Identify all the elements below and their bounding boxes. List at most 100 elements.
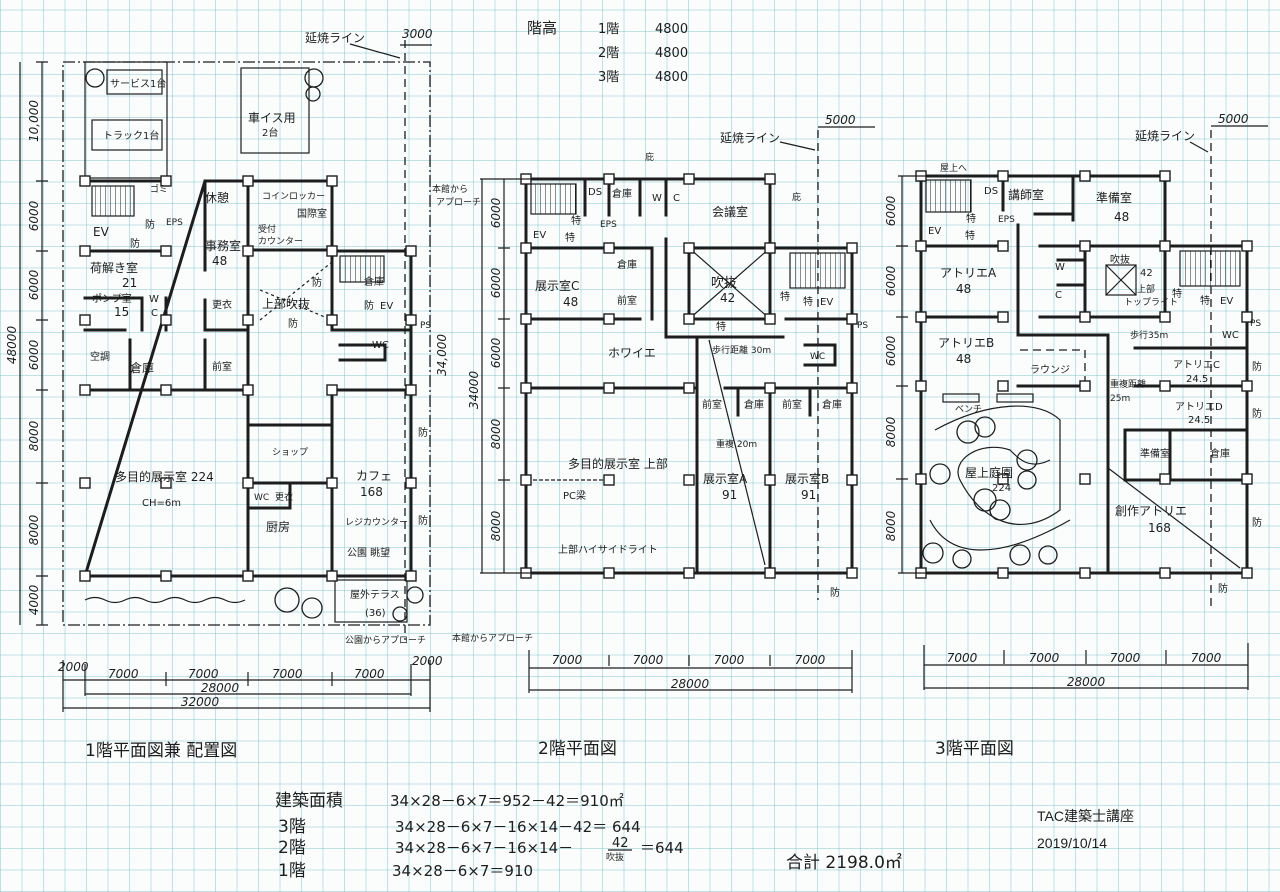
structural-column	[997, 380, 1009, 392]
label: 庇	[645, 151, 654, 163]
structural-column	[683, 242, 695, 254]
floor-height-floor: 1階	[598, 22, 619, 37]
structural-column	[79, 175, 91, 187]
structural-column	[326, 384, 338, 396]
label: EPS	[600, 220, 617, 230]
label: EV	[93, 225, 110, 239]
structural-column	[242, 314, 254, 326]
dimension: 3000	[402, 27, 433, 41]
room-area: (36)	[365, 608, 386, 619]
label: アプローチ	[436, 197, 481, 208]
stair	[789, 252, 846, 289]
dimension: 7000	[795, 653, 826, 667]
credit-date: 2019/10/14	[1037, 835, 1107, 851]
label: EV	[1220, 296, 1233, 307]
floor-height-value: 4800	[655, 46, 688, 61]
room-label: C	[673, 193, 680, 204]
room-label: 屋上庭園	[965, 465, 1013, 480]
label: 庇	[792, 191, 801, 203]
calc-label: 建築面積	[275, 791, 343, 811]
credit-organization: TAC建築士講座	[1037, 808, 1134, 824]
structural-column	[1079, 380, 1091, 392]
room-label: 多目的展示室 224	[115, 469, 214, 484]
label: 防	[288, 317, 298, 330]
stair	[530, 183, 577, 215]
structural-column	[683, 313, 695, 325]
floor-heights: 階高 1階 4800 2階 4800 3階 4800	[527, 19, 688, 85]
structural-column	[405, 384, 417, 396]
label: 重複 20m	[716, 438, 757, 450]
structural-column	[915, 380, 927, 392]
dimensions: 6000 6000 6000 8000 8000 34000 7000 7000…	[467, 178, 853, 693]
label: 特	[966, 213, 976, 225]
calc-label: 3階	[278, 817, 306, 837]
structural-column	[997, 311, 1009, 323]
floor-height-label: 階高	[527, 19, 557, 37]
label: 本館からアプローチ	[452, 632, 533, 644]
room-area: 91	[801, 488, 816, 502]
structural-column	[603, 567, 615, 579]
calc-result: ＝644	[640, 839, 684, 857]
dimension: 6000	[27, 200, 41, 231]
structural-column	[1241, 311, 1253, 323]
label: 特	[965, 230, 975, 242]
room-area: 24.5	[1188, 415, 1210, 426]
floor-height-value: 4800	[655, 70, 688, 85]
structural-column	[1241, 380, 1253, 392]
room-label: 国際室	[297, 207, 327, 220]
room-label: 車イス用	[248, 111, 296, 125]
floor2-plan: 延焼ライン 5000 庇 庇 DS 倉庫 W C 会議室 EV 特 特 EPS …	[467, 113, 875, 759]
structural-column	[79, 245, 91, 257]
room-labels: サービス1台 トラック1台 車イス用 2台 休憩 コインロッカー 国際室 本館か…	[90, 77, 533, 646]
room-label: 前室	[782, 398, 802, 411]
outdoor-terrace	[334, 579, 408, 623]
structural-column	[1159, 380, 1171, 392]
dimension: 6000	[27, 269, 41, 300]
dimension: 7000	[108, 667, 139, 681]
label: 防	[130, 237, 140, 250]
room-label: 多目的展示室 上部	[568, 456, 668, 471]
room-label: 展示室B	[785, 471, 829, 486]
label: 防	[312, 276, 322, 289]
dimension: 8000	[489, 418, 503, 449]
room-area: 48	[1114, 210, 1129, 224]
room-label: WC	[372, 340, 389, 351]
dimension: 2000	[412, 654, 443, 668]
room-area: 48	[212, 254, 227, 268]
label: DS	[588, 187, 602, 198]
room-label: WC	[810, 352, 825, 362]
dimension: 6000	[489, 337, 503, 368]
dimension: 7000	[714, 653, 745, 667]
structural-column	[846, 242, 858, 254]
dimension: 8000	[27, 514, 41, 545]
structural-column	[846, 567, 858, 579]
structural-column	[79, 570, 91, 582]
label: 屋上へ	[940, 163, 967, 174]
plan-title: 1階平面図兼 配置図	[85, 741, 237, 761]
label: PS	[420, 321, 431, 331]
label: ベンチ	[955, 404, 982, 415]
label: トップライト	[1124, 297, 1178, 308]
room-label: アトリエD	[1175, 402, 1223, 413]
dimension: 6000	[884, 335, 898, 366]
room-label: 準備室	[1096, 190, 1132, 205]
label: W	[149, 294, 159, 305]
dimension: 7000	[354, 667, 385, 681]
room-label: ラウンジ	[1030, 364, 1070, 376]
label: 防	[418, 426, 428, 439]
dimension: 34000	[467, 371, 481, 410]
room-area: 42	[1140, 268, 1153, 279]
room-area: 168	[360, 485, 383, 499]
floor-height-floor: 3階	[598, 70, 619, 85]
label: 防	[1252, 360, 1262, 373]
structural-column	[1079, 473, 1091, 485]
label: カウンター	[258, 236, 303, 247]
room-label: 展示室A	[703, 471, 748, 486]
structural-column	[683, 474, 695, 486]
site-boundary	[62, 61, 431, 626]
label: 25m	[1110, 394, 1130, 404]
room-area: 48	[956, 352, 971, 366]
label: 特	[803, 296, 813, 308]
structural-column	[603, 382, 615, 394]
label: 上部	[1137, 283, 1155, 295]
